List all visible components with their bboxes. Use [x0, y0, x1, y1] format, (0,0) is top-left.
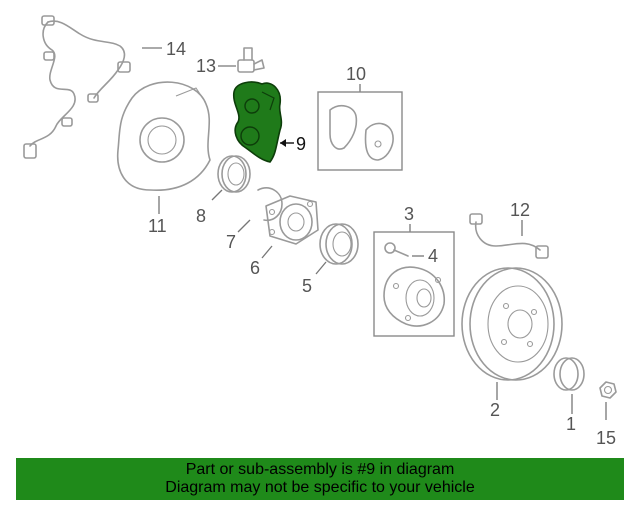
part-10-box	[317, 91, 403, 171]
callout-4[interactable]: 4	[428, 246, 438, 266]
parts-diagram: 14 13 11 9 10 8	[23, 15, 617, 448]
part-15-nut[interactable]	[599, 381, 617, 399]
info-banner-line-2: Diagram may not be specific to your vehi…	[165, 479, 475, 496]
callout-2[interactable]: 2	[490, 400, 500, 420]
part-11-dust-cover[interactable]	[116, 81, 211, 191]
callout-12[interactable]: 12	[510, 200, 530, 220]
part-5-bearing[interactable]	[319, 223, 359, 265]
part-7-snap-ring[interactable]	[257, 187, 283, 222]
callout-3[interactable]: 3	[404, 204, 414, 224]
callout-6[interactable]: 6	[250, 258, 260, 278]
part-2-rotor[interactable]	[461, 267, 563, 381]
caliper-shape	[232, 81, 283, 163]
callout-8[interactable]: 8	[196, 206, 206, 226]
callout-11[interactable]: 11	[148, 216, 167, 236]
info-banner: Part or sub-assembly is #9 in diagram Di…	[16, 458, 624, 500]
part-13-clip[interactable]	[237, 47, 265, 73]
callout-7[interactable]: 7	[226, 232, 236, 252]
part-3-box	[373, 231, 455, 337]
callout-14[interactable]: 14	[166, 39, 186, 59]
part-1-grease-cap[interactable]	[553, 357, 585, 391]
part-9-caliper-highlighted[interactable]	[232, 81, 283, 163]
callout-1[interactable]: 1	[566, 414, 576, 434]
part-10-brake-pads[interactable]	[329, 104, 394, 161]
callout-5[interactable]: 5	[302, 276, 312, 296]
part-6-hub[interactable]	[265, 195, 319, 245]
part-3-hub-flange[interactable]	[383, 266, 445, 327]
callout-9[interactable]: 9	[296, 134, 306, 154]
info-banner-line-1: Part or sub-assembly is #9 in diagram	[185, 461, 455, 478]
part-12-brake-hose[interactable]	[469, 213, 549, 259]
callout-10[interactable]: 10	[346, 64, 366, 84]
part-14-sensor-harness[interactable]	[23, 15, 131, 159]
part-8-seal[interactable]	[217, 155, 251, 193]
callout-13[interactable]: 13	[196, 56, 216, 76]
callout-15[interactable]: 15	[596, 428, 616, 448]
part-4-hub-bolt[interactable]	[384, 242, 409, 257]
